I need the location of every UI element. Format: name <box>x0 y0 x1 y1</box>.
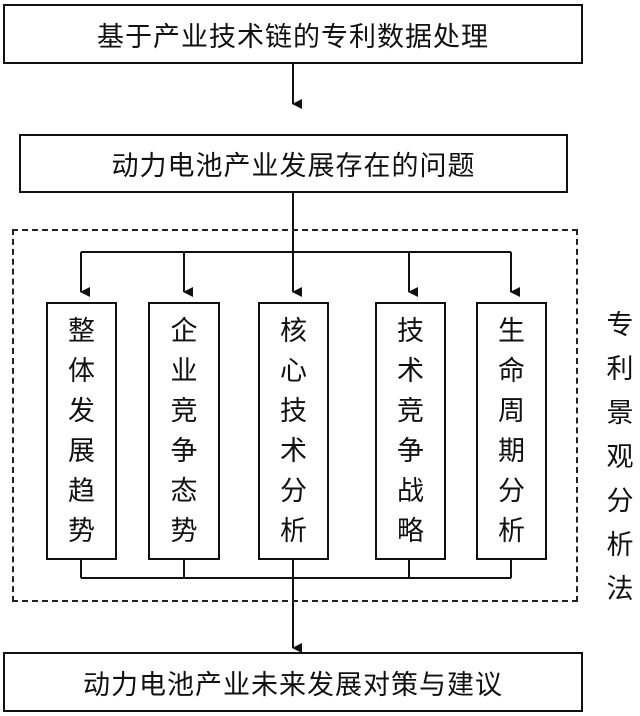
side-label: 专利景观分析法 <box>606 310 634 605</box>
problem-box-label: 动力电池产业发展存在的问题 <box>111 151 476 182</box>
column-box-2: 企业竞争态势 <box>148 302 220 560</box>
problem-box: 动力电池产业发展存在的问题 <box>19 134 568 193</box>
top-box: 基于产业技术链的专利数据处理 <box>3 4 583 64</box>
top-box-label: 基于产业技术链的专利数据处理 <box>97 21 489 53</box>
bottom-box: 动力电池产业未来发展对策与建议 <box>3 652 583 712</box>
column-label-5: 生命周期分析 <box>498 316 525 547</box>
column-label-3: 核心技术分析 <box>280 316 307 547</box>
bottom-box-label: 动力电池产业未来发展对策与建议 <box>83 669 503 701</box>
column-label-4: 技术竞争战略 <box>397 316 424 547</box>
column-label-1: 整体发展趋势 <box>68 316 95 547</box>
column-box-4: 技术竞争战略 <box>375 302 446 560</box>
landscape-analysis-region <box>12 229 578 602</box>
column-label-2: 企业竞争态势 <box>170 316 198 547</box>
column-box-5: 生命周期分析 <box>476 302 547 560</box>
column-box-1: 整体发展趋势 <box>46 302 117 560</box>
column-box-3: 核心技术分析 <box>258 302 329 560</box>
